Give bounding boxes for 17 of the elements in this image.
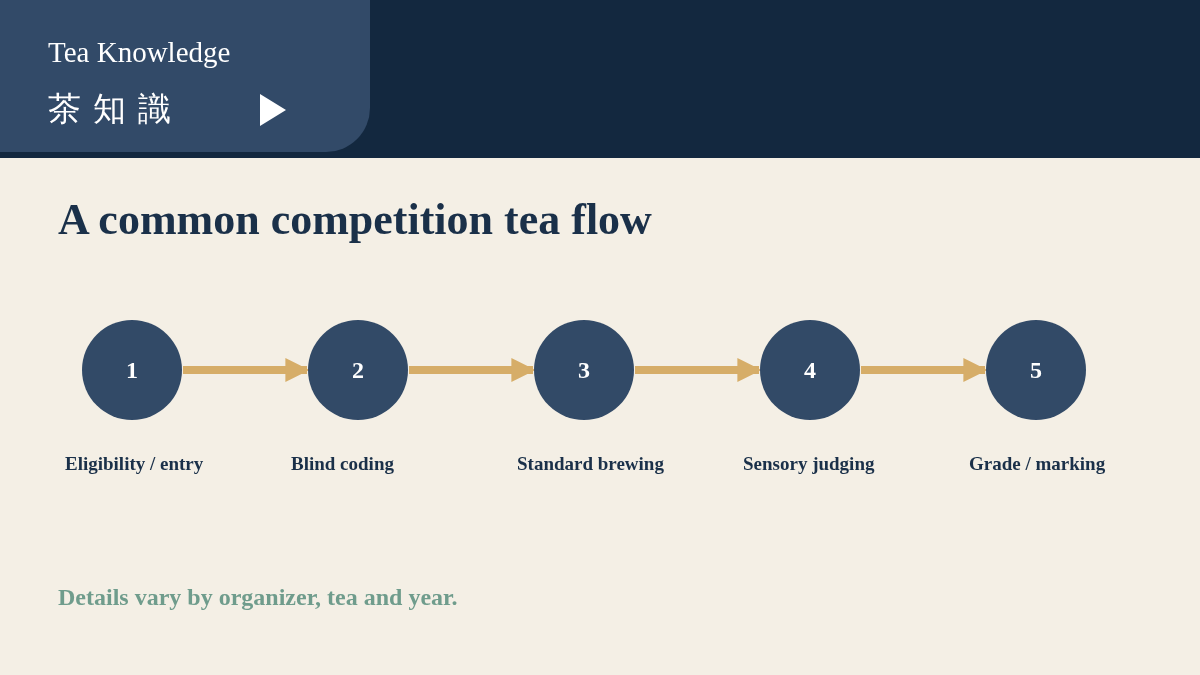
arrow [635, 358, 762, 382]
step-label: Grade / marking [969, 452, 1106, 476]
header-subtitle: 茶知識 [48, 90, 183, 129]
footnote: Details vary by organizer, tea and year. [58, 583, 458, 612]
step-number: 2 [352, 356, 364, 384]
step-label: Eligibility / entry [65, 452, 204, 476]
header-title: Tea Knowledge [48, 35, 231, 70]
arrow [861, 358, 988, 382]
step-number: 1 [126, 356, 138, 384]
step-label: Blind coding [291, 452, 394, 476]
step-number: 4 [804, 356, 816, 384]
step-number: 3 [578, 356, 590, 384]
step-label: Sensory judging [743, 452, 875, 476]
step-number: 5 [1030, 356, 1042, 384]
step-label: Standard brewing [517, 452, 664, 476]
slide-title: A common competition tea flow [58, 194, 652, 246]
arrow [183, 358, 310, 382]
